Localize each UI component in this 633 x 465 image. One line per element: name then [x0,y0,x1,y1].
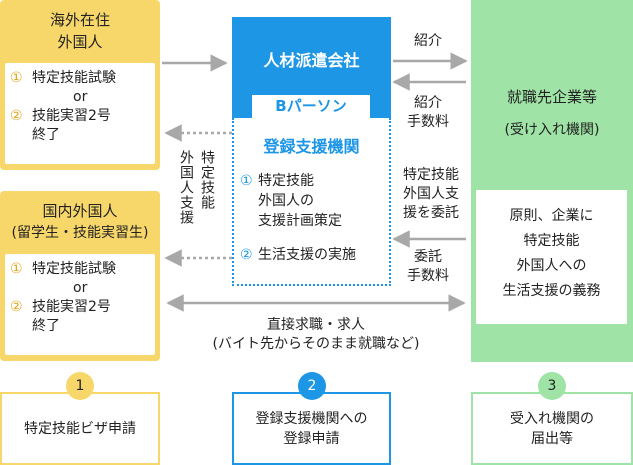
overseas-requirements: ① 特定技能試験 or ② 技能実習2号 終了 [5,63,155,164]
step2-number-badge: 2 [298,372,326,400]
step3-number-badge: 3 [538,372,566,400]
step1-text: 特定技能ビザ申請 [24,420,136,437]
employer-duty-line2: 特定技能 [523,233,580,249]
label-commission-fee: 委託 手数料 [398,248,458,286]
overseas-foreigner-box: 海外在住 外国人 ① 特定技能試験 or ② 技能実習2号 終了 [0,0,160,170]
step2-box: 登録支援機関への 登録申請 [232,392,391,465]
support-item1-line2: 外国人の [258,193,314,209]
domestic-title-line2: (留学生・技能実習生) [11,225,149,241]
domestic-item2-line2: 終了 [32,318,60,334]
label-introduction: 紹介 [414,33,442,49]
label-commission-line2: 手数料 [407,268,449,284]
employer-duty-line3: 外国人への [516,258,587,274]
label-entrust-line1: 特定技能 [403,167,459,183]
support-org-box: 登録支援機関 ① 特定技能 外国人の 支援計画策定 ② 生活支援の実施 [232,118,391,286]
label-intro-fee-line2: 手数料 [407,114,449,130]
label-commission-line1: 委託 [414,249,442,265]
employer-duty-box: 原則、企業に 特定技能 外国人への 生活支援の義務 [476,190,627,324]
label-direct-hiring: 直接求職・求人 (バイト先からそのまま就職など) [166,316,466,354]
agency-box: 人材派遣会社 Bパーソン [232,17,391,118]
agency-title: 人材派遣会社 [263,51,360,70]
domestic-item2-number: ② [10,299,23,315]
label-entrust-line3: 援を委託 [403,205,459,221]
overseas-foreigner-title: 海外在住 外国人 [0,9,160,53]
step3-text-line1: 受入れ機関の [510,410,594,427]
domestic-requirements: ① 特定技能試験 or ② 技能実習2号 終了 [5,254,155,355]
overseas-item2-line2: 終了 [32,127,60,143]
label-intro-fee-line1: 紹介 [414,95,442,111]
support-vertical-label-col1: 特定技能 [199,150,215,210]
support-item1-number: ① [240,173,253,189]
step3-text-line2: 届出等 [531,430,573,447]
overseas-item2-number: ② [10,108,23,124]
support-item2-text: 生活支援の実施 [258,247,356,263]
domestic-or: or [73,280,88,296]
step3-box: 受入れ機関の 届出等 [471,392,633,465]
domestic-title-line1: 国内外国人 [42,202,118,220]
step1-box: 特定技能ビザ申請 [0,392,160,465]
employer-duty-line4: 生活支援の義務 [502,283,601,299]
support-item1-line1: 特定技能 [258,173,314,189]
overseas-item1-text: 特定技能試験 [32,70,116,86]
overseas-title-line1: 海外在住 [49,11,110,29]
employer-duty-line1: 原則、企業に [509,208,594,224]
employer-title: 就職先企業等 [506,88,597,106]
step2-text-line2: 登録申請 [283,430,340,447]
domestic-foreigner-box: 国内外国人 (留学生・技能実習生) ① 特定技能試験 or ② 技能実習2号 終… [0,191,160,361]
domestic-item1-number: ① [10,261,23,277]
label-entrust-line2: 外国人支 [403,186,459,202]
overseas-item1-number: ① [10,70,23,86]
agency-name-badge: Bパーソン [252,95,370,118]
label-entrust-support: 特定技能 外国人支 援を委託 [396,166,466,223]
domestic-foreigner-title: 国内外国人 (留学生・技能実習生) [0,200,160,244]
step1-number-badge: 1 [66,372,94,400]
label-direct-line1: 直接求職・求人 [267,317,365,333]
overseas-or: or [73,89,88,105]
support-org-title: 登録支援機関 [263,137,360,156]
support-item1-line3: 支援計画策定 [258,213,342,229]
step2-text-line1: 登録支援機関への [255,410,368,427]
overseas-title-line2: 外国人 [57,33,103,51]
support-vertical-label-col2: 外国人支援 [178,150,194,225]
support-item2-number: ② [240,247,253,263]
domestic-item2-line1: 技能実習2号 [32,299,111,315]
label-direct-line2: (バイト先からそのまま就職など) [212,336,420,352]
employer-subtitle: (受け入れ機関) [504,122,600,138]
employer-box: 就職先企業等 (受け入れ機関) 原則、企業に 特定技能 外国人への 生活支援の義… [471,0,633,362]
overseas-item2-line1: 技能実習2号 [32,108,111,124]
label-introduction-fee: 紹介 手数料 [398,94,458,132]
domestic-item1-text: 特定技能試験 [32,261,116,277]
